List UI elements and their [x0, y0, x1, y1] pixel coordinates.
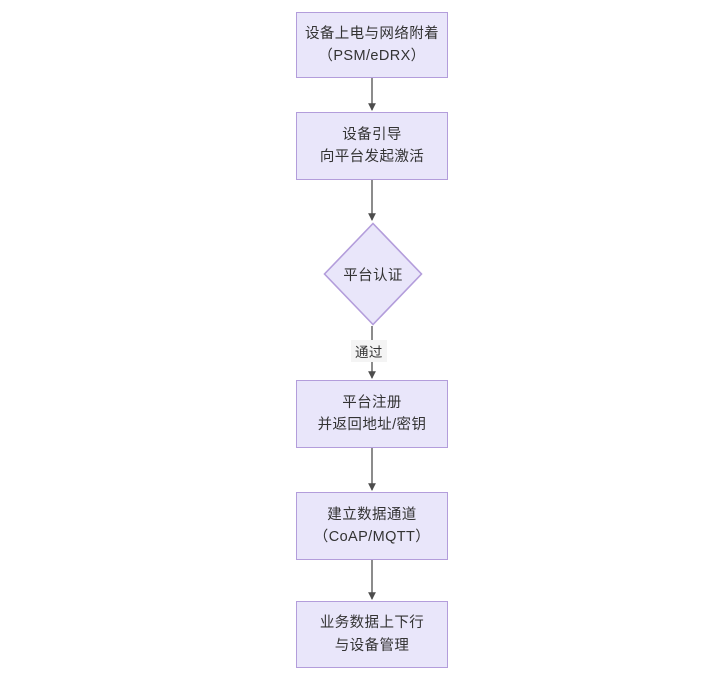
- edge-label-pass: 通过: [351, 340, 387, 362]
- node-label-line: 设备引导: [342, 126, 402, 143]
- node-device-bootstrap[interactable]: 设备引导 向平台发起激活: [296, 112, 448, 180]
- node-platform-registration[interactable]: 平台注册 并返回地址/密钥: [296, 380, 448, 448]
- node-device-power-on[interactable]: 设备上电与网络附着 （PSM/eDRX）: [296, 12, 448, 78]
- node-platform-authentication[interactable]: 平台认证: [323, 222, 423, 326]
- node-business-data-and-device-management[interactable]: 业务数据上下行 与设备管理: [296, 601, 448, 668]
- node-label-line: （PSM/eDRX）: [318, 48, 426, 64]
- node-label-line: 业务数据上下行: [319, 615, 425, 632]
- diamond-shape: [323, 222, 423, 326]
- node-label-line: 向平台发起激活: [319, 149, 425, 165]
- node-label-line: 平台认证: [343, 267, 403, 284]
- node-establish-data-channel[interactable]: 建立数据通道 （CoAP/MQTT）: [296, 492, 448, 560]
- node-label-line: 设备上电与网络附着: [304, 25, 440, 42]
- node-label-line: 并返回地址/密钥: [317, 417, 427, 433]
- node-label-line: 建立数据通道: [327, 506, 417, 523]
- node-label-line: 与设备管理: [334, 637, 410, 654]
- node-label-line: （CoAP/MQTT）: [313, 529, 431, 545]
- node-label-line: 平台注册: [342, 394, 402, 411]
